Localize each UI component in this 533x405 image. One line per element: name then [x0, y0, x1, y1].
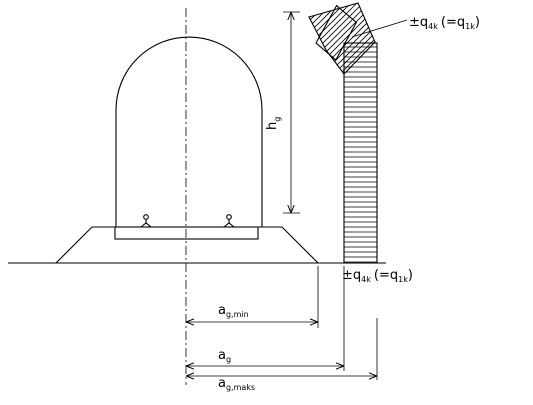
- right-rail: [222, 214, 236, 228]
- dim-label-nominal: ag: [218, 348, 231, 364]
- dim-label-min: ag,min: [218, 303, 249, 319]
- inclined-pressure-load: [308, 2, 376, 75]
- ballast-embankment: [54, 226, 320, 264]
- dim-label-max: ag,maks: [218, 376, 255, 392]
- clearance-gauge-outline: [115, 36, 263, 227]
- top-load-label: ±q4k(=q1k): [409, 15, 480, 31]
- height-label: hg: [265, 117, 282, 130]
- top-load-leader: [351, 19, 408, 38]
- sleeper: [114, 226, 259, 240]
- left-rail: [139, 214, 153, 228]
- vertical-pressure-load: [343, 42, 378, 264]
- bottom-load-label: ±q4k(=q1k): [342, 268, 413, 284]
